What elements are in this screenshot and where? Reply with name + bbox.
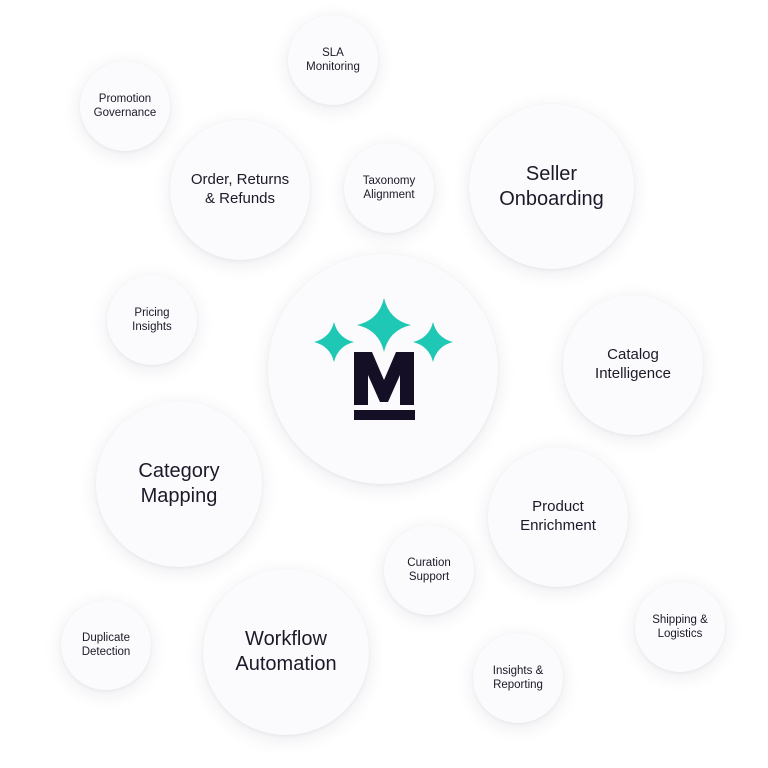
sparkle-right-icon: [413, 322, 453, 362]
bubble-duplicate-detection: Duplicate Detection: [61, 600, 151, 690]
bubble-product-enrichment: Product Enrichment: [488, 447, 628, 587]
bubble-label: SLA Monitoring: [306, 46, 360, 73]
bubble-label: Category Mapping: [138, 460, 220, 507]
bubble-category-mapping: Category Mapping: [96, 401, 262, 567]
bubble-label: Product Enrichment: [520, 498, 596, 534]
bubble-promotion-governance: Promotion Governance: [80, 61, 170, 151]
bubble-label: Duplicate Detection: [81, 631, 131, 658]
sparkle-left-icon: [314, 322, 354, 362]
bubble-label: Promotion Governance: [93, 92, 157, 119]
bubble-label: Shipping & Logistics: [652, 613, 708, 640]
center-logo-bubble: [268, 254, 498, 484]
logo-letter-m: [354, 352, 414, 405]
bubble-label: Curation Support: [407, 556, 451, 583]
bubble-seller-onboarding: Seller Onboarding: [469, 104, 634, 269]
bubble-label: Pricing Insights: [132, 306, 172, 333]
bubble-shipping-logistics: Shipping & Logistics: [635, 582, 725, 672]
bubble-workflow-automation: Workflow Automation: [203, 569, 369, 735]
bubble-label: Seller Onboarding: [499, 162, 604, 210]
bubble-label: Taxonomy Alignment: [362, 174, 416, 201]
sparkle-center-icon: [357, 298, 411, 352]
bubble-order-returns-refunds: Order, Returns & Refunds: [170, 120, 310, 260]
bubble-label: Catalog Intelligence: [595, 346, 671, 382]
bubble-taxonomy-alignment: Taxonomy Alignment: [344, 143, 434, 233]
bubble-curation-support: Curation Support: [384, 525, 474, 615]
bubble-catalog-intelligence: Catalog Intelligence: [563, 295, 703, 435]
bubble-label: Workflow Automation: [235, 628, 337, 675]
bubble-insights-reporting: Insights & Reporting: [473, 633, 563, 723]
bubble-label: Insights & Reporting: [492, 664, 544, 691]
bubble-pricing-insights: Pricing Insights: [107, 275, 197, 365]
logo-underline: [354, 410, 415, 420]
bubble-sla-monitoring: SLA Monitoring: [288, 15, 378, 105]
bubble-label: Order, Returns & Refunds: [190, 171, 290, 207]
